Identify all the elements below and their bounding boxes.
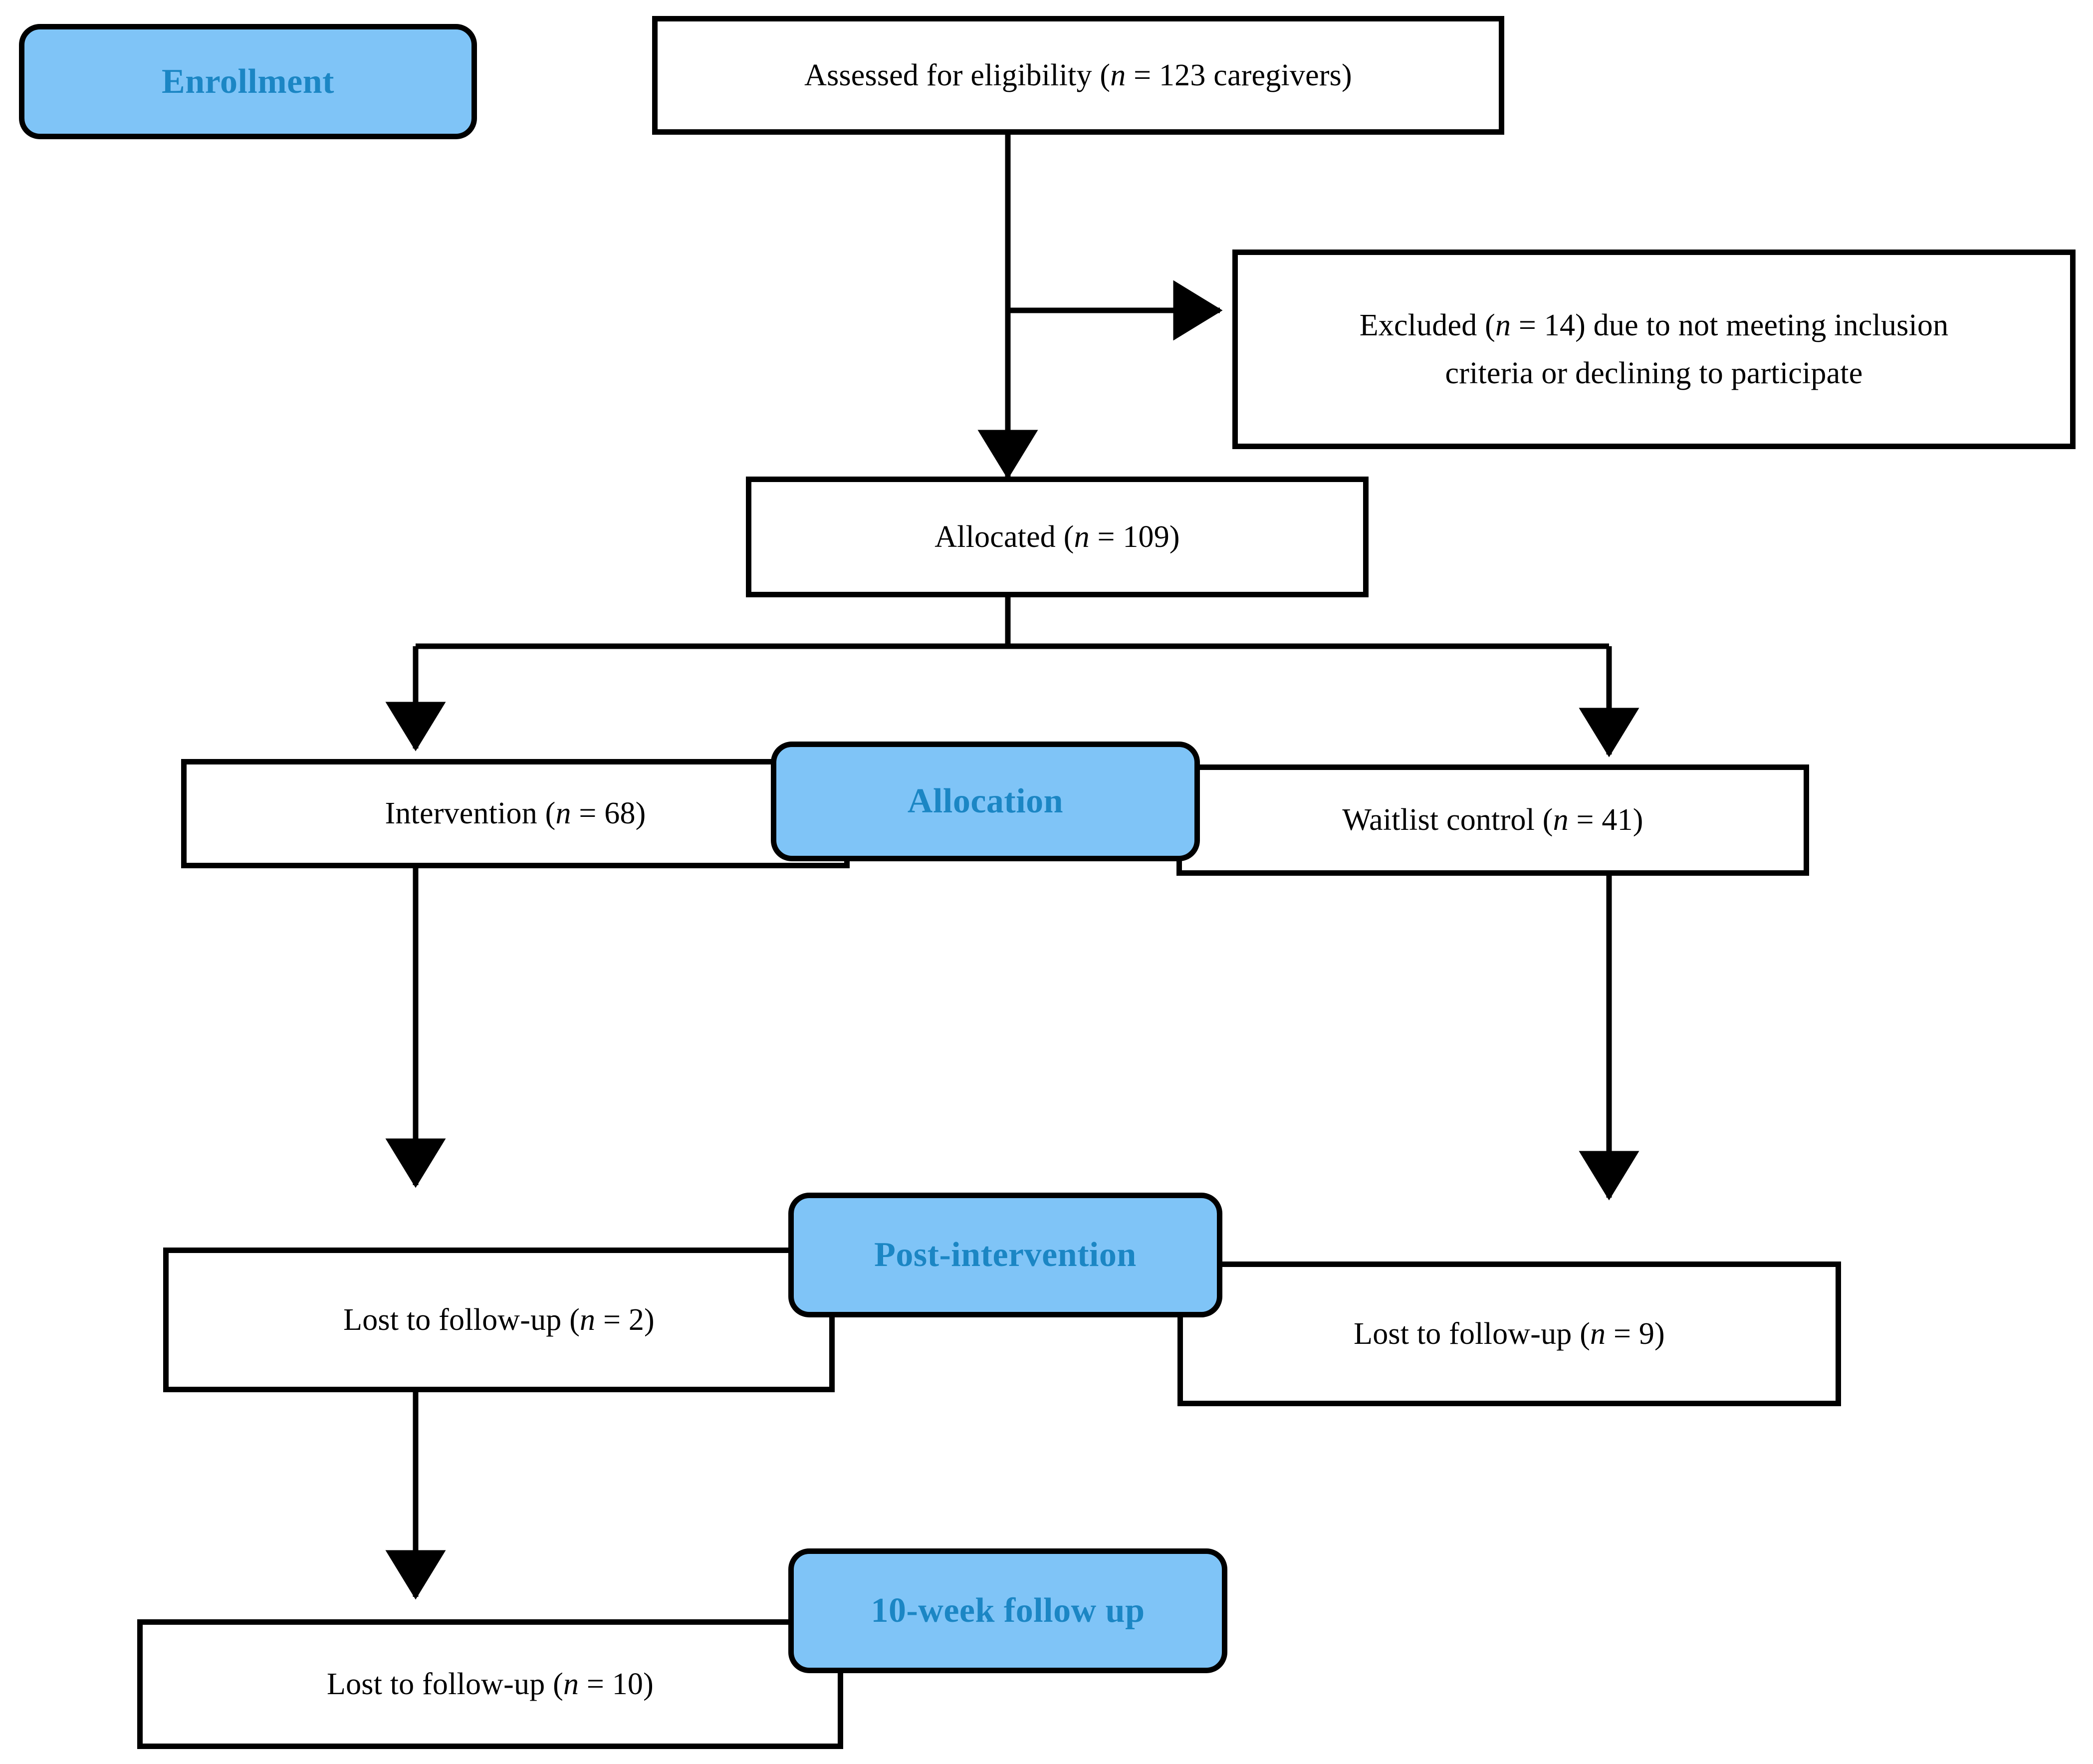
node-label-allocated: Allocated (n = 109) [922, 513, 1193, 561]
intervention-prefix: Intervention ( [385, 796, 556, 831]
node-allocated[interactable]: Allocated (n = 109) [746, 477, 1369, 597]
allocated-prefix: Allocated ( [934, 519, 1074, 554]
excluded-prefix: Excluded ( [1359, 308, 1495, 342]
node-label-excluded: Excluded (n = 14) due to not meeting inc… [1347, 301, 1962, 397]
node-label-waitlist-control: Waitlist control (n = 41) [1329, 796, 1656, 844]
lost9-italic-n: n [1590, 1316, 1606, 1351]
node-label-lost-to-followup-10-week: Lost to follow-up (n = 10) [314, 1660, 667, 1708]
stage-label-10-week-follow-up: 10-week follow up [871, 1591, 1145, 1630]
node-assessed-for-eligibility[interactable]: Assessed for eligibility (n = 123 caregi… [652, 16, 1504, 135]
node-lost-to-followup-waitlist[interactable]: Lost to follow-up (n = 9) [1177, 1261, 1841, 1406]
lost10-prefix: Lost to follow-up ( [327, 1667, 563, 1701]
excluded-italic-n: n [1495, 308, 1511, 342]
lost9-prefix: Lost to follow-up ( [1354, 1316, 1591, 1351]
assessed-italic-n: n [1110, 58, 1126, 92]
lost10-italic-n: n [563, 1667, 579, 1701]
waitlist-suffix: = 41) [1568, 803, 1643, 837]
node-intervention[interactable]: Intervention (n = 68) [181, 759, 850, 868]
waitlist-prefix: Waitlist control ( [1342, 803, 1553, 837]
lost9-suffix: = 9) [1606, 1316, 1665, 1351]
excluded-line2: criteria or declining to participate [1445, 356, 1863, 390]
lost10-suffix: = 10) [579, 1667, 654, 1701]
intervention-italic-n: n [555, 796, 571, 831]
lost2-prefix: Lost to follow-up ( [343, 1302, 580, 1337]
assessed-suffix: = 123 caregivers) [1126, 58, 1352, 92]
intervention-suffix: = 68) [571, 796, 646, 831]
waitlist-italic-n: n [1553, 803, 1569, 837]
stage-label-enrollment: Enrollment [162, 62, 334, 101]
node-waitlist-control[interactable]: Waitlist control (n = 41) [1176, 764, 1809, 876]
lost2-suffix: = 2) [595, 1302, 655, 1337]
allocated-italic-n: n [1074, 519, 1090, 554]
stage-label-post-intervention: Post-intervention [874, 1236, 1137, 1274]
node-label-lost-to-followup-intervention: Lost to follow-up (n = 2) [330, 1296, 668, 1344]
lost2-italic-n: n [580, 1302, 596, 1337]
node-lost-to-followup-intervention[interactable]: Lost to follow-up (n = 2) [163, 1248, 835, 1392]
node-label-lost-to-followup-waitlist: Lost to follow-up (n = 9) [1341, 1310, 1678, 1358]
node-lost-to-followup-10-week[interactable]: Lost to follow-up (n = 10) [137, 1619, 843, 1749]
stage-badge-post-intervention[interactable]: Post-intervention [788, 1193, 1222, 1317]
stage-badge-allocation[interactable]: Allocation [771, 742, 1200, 861]
excluded-suffix: = 14) due to not meeting inclusion [1511, 308, 1949, 342]
node-excluded[interactable]: Excluded (n = 14) due to not meeting inc… [1232, 250, 2076, 449]
node-label-intervention: Intervention (n = 68) [372, 789, 659, 837]
node-label-assessed-for-eligibility: Assessed for eligibility (n = 123 caregi… [791, 51, 1365, 99]
assessed-prefix: Assessed for eligibility ( [804, 58, 1111, 92]
stage-badge-enrollment[interactable]: Enrollment [19, 24, 477, 139]
stage-badge-10-week-follow-up[interactable]: 10-week follow up [788, 1548, 1227, 1673]
allocated-suffix: = 109) [1089, 519, 1180, 554]
stage-label-allocation: Allocation [907, 782, 1064, 820]
